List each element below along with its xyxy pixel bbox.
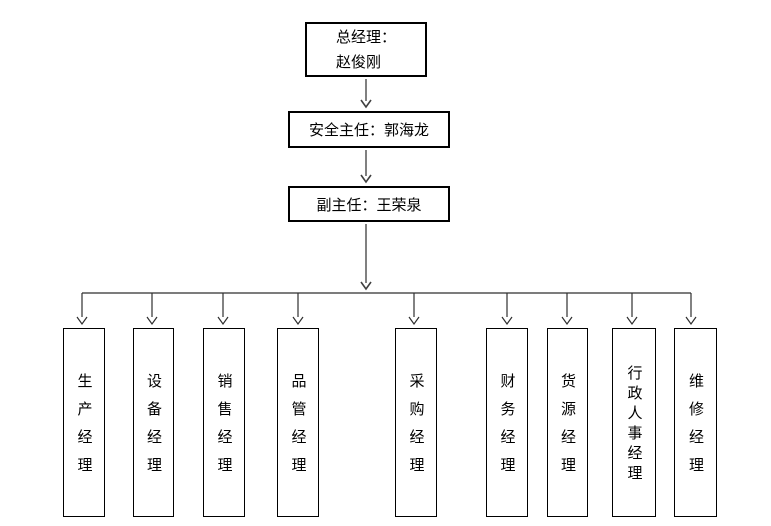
supply-manager-label: 货源经理 (559, 373, 577, 485)
production-manager-label: 生产经理 (75, 373, 94, 485)
admin-hr-manager-label: 行政人事经理 (625, 365, 644, 485)
equipment-manager-label: 设备经理 (145, 373, 163, 485)
general-manager-role: 总经理： (335, 27, 396, 46)
arrow-safety-to-deputy (360, 150, 372, 184)
drop-arrow-production (76, 293, 88, 326)
node-sales-manager: 销售经理 (203, 328, 245, 517)
quality-manager-label: 品管经理 (289, 373, 308, 485)
general-manager-name: 赵俊刚 (335, 52, 381, 71)
maintenance-manager-label: 维修经理 (687, 373, 705, 485)
node-admin-hr-manager: 行政人事经理 (612, 328, 656, 517)
drop-arrow-admin-hr (626, 293, 638, 326)
node-deputy-director: 副主任：王荣泉 (288, 186, 450, 222)
purchasing-manager-label: 采购经理 (407, 373, 426, 485)
node-purchasing-manager: 采购经理 (395, 328, 437, 517)
node-maintenance-manager: 维修经理 (674, 328, 717, 517)
sales-manager-label: 销售经理 (215, 373, 234, 485)
arrow-gm-to-safety (360, 79, 372, 109)
node-safety-director: 安全主任：郭海龙 (288, 111, 450, 148)
safety-director-label: 安全主任：郭海龙 (308, 121, 429, 139)
node-supply-manager: 货源经理 (547, 328, 588, 517)
node-general-manager-label: 总经理： 赵俊刚 (336, 25, 396, 75)
node-finance-manager: 财务经理 (486, 328, 528, 517)
drop-arrow-supply (561, 293, 573, 326)
drop-arrow-purchasing (408, 293, 420, 326)
drop-arrow-quality (292, 293, 304, 326)
node-quality-manager: 品管经理 (277, 328, 319, 517)
arrow-deputy-to-bus (360, 224, 372, 291)
node-general-manager: 总经理： 赵俊刚 (305, 22, 427, 77)
drop-arrow-sales (217, 293, 229, 326)
node-equipment-manager: 设备经理 (133, 328, 174, 517)
node-production-manager: 生产经理 (63, 328, 105, 517)
drop-arrow-maintenance (685, 293, 697, 326)
deputy-director-label: 副主任：王荣泉 (316, 195, 422, 214)
drop-arrow-finance (501, 293, 513, 326)
finance-manager-label: 财务经理 (498, 373, 517, 485)
drop-arrow-equipment (146, 293, 158, 326)
